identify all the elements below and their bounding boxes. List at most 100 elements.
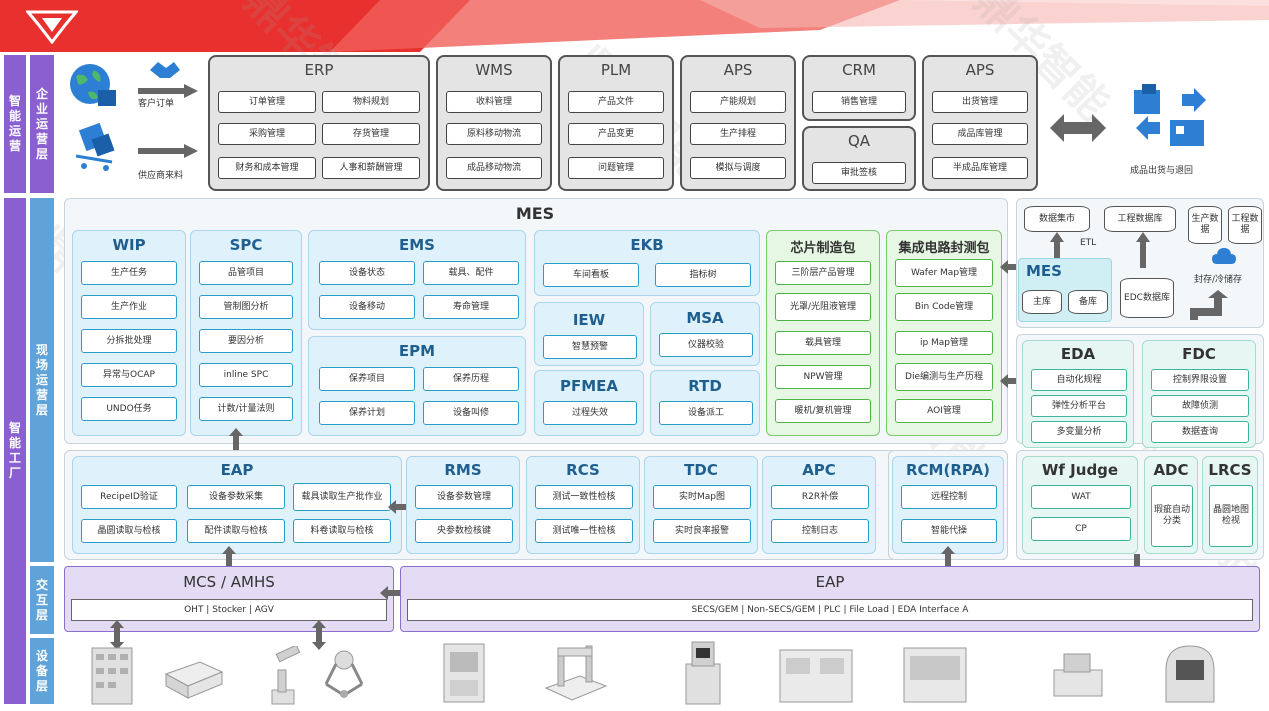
- cart-icon: [75, 122, 115, 171]
- ic-item: Bin Code管理: [895, 293, 993, 321]
- top-banner: [0, 0, 1269, 52]
- prod-data-db: 生产数据: [1188, 206, 1222, 244]
- erp-item: 人事和薪酬管理: [322, 157, 420, 179]
- chip-item: NPW管理: [775, 365, 871, 389]
- plm-box: PLM 产品文件 产品变更 问题管理: [558, 55, 674, 191]
- adc-title: ADC: [1153, 461, 1189, 479]
- rcs-item: 测试一致性检核: [535, 485, 633, 509]
- rcs-item: 测试唯一性检核: [535, 519, 633, 543]
- wms-item: 原料移动物流: [446, 123, 542, 145]
- ekb-item: 车间看板: [543, 263, 639, 287]
- fdc-box: FDC 控制界限设置 故障侦测 数据查询: [1142, 340, 1256, 448]
- side-label-device-layer: 设备层: [30, 638, 54, 704]
- handshake-icon: [150, 62, 180, 78]
- wfjudge-title: Wf Judge: [1041, 461, 1119, 479]
- eap-bus-strip: SECS/GEM | Non-SECS/GEM | PLC | File Loa…: [407, 599, 1253, 621]
- epm-item: 保养项目: [319, 367, 415, 391]
- wip-item: 生产任务: [81, 261, 177, 285]
- chip-item: 载具管理: [775, 331, 871, 355]
- crm-box: CRM 销售管理: [802, 55, 916, 121]
- spc-item: 管制图分析: [199, 295, 293, 319]
- wip-item: UNDO任务: [81, 397, 177, 421]
- chip-package-box: 芯片制造包 三阶层产品管理 光罩/光阻液管理 载具管理 NPW管理 暖机/复机管…: [766, 230, 880, 436]
- ems-box: EMS 设备状态 载具、配件 设备移动 寿命管理: [308, 230, 526, 330]
- spc-item: 计数/计量法则: [199, 397, 293, 421]
- msa-item: 仪器校验: [659, 333, 753, 357]
- eda-item: 弹性分析平台: [1031, 395, 1127, 417]
- eap-item: 晶圆读取与检核: [81, 519, 177, 543]
- mcs-bus: MCS / AMHS OHT | Stocker | AGV: [64, 566, 394, 632]
- ekb-box: EKB 车间看板 指标树: [534, 230, 760, 296]
- side-label-smart-operation: 智能运营: [4, 55, 26, 193]
- arrow-corner-icon: [1190, 290, 1228, 320]
- eda-item: 自动化规程: [1031, 369, 1127, 391]
- rcs-title: RCS: [566, 461, 600, 479]
- wip-item: 分拆批处理: [81, 329, 177, 353]
- ekb-item: 指标树: [655, 263, 751, 287]
- ic-item: AOI管理: [895, 399, 993, 423]
- ems-title: EMS: [399, 236, 435, 254]
- globe-icon: [70, 64, 116, 106]
- wfjudge-box: Wf Judge WAT CP: [1022, 456, 1138, 554]
- rtd-item: 设备派工: [659, 401, 753, 425]
- wfjudge-item: WAT: [1031, 485, 1131, 509]
- ic-item: Wafer Map管理: [895, 259, 993, 287]
- chip-item: 三阶层产品管理: [775, 261, 871, 285]
- msa-box: MSA 仪器校验: [650, 302, 760, 366]
- mcs-strip: OHT | Stocker | AGV: [71, 599, 387, 621]
- ems-item: 寿命管理: [423, 295, 519, 319]
- inspection-machine-icon: [903, 647, 967, 703]
- aps2-item: 半成品库管理: [932, 157, 1028, 179]
- spc-item: 品管项目: [199, 261, 293, 285]
- fdc-title: FDC: [1182, 345, 1216, 363]
- wms-title: WMS: [475, 61, 513, 79]
- rms-box: RMS 设备参数管理 央参数检核键: [406, 456, 520, 554]
- double-arrow-vertical-icon: [312, 620, 326, 650]
- apc-item: R2R补偿: [771, 485, 869, 509]
- eap-title: EAP: [220, 461, 254, 479]
- rtd-box: RTD 设备派工: [650, 370, 760, 436]
- cloud-icon: [1212, 248, 1236, 264]
- double-arrow-icon: [1050, 114, 1106, 142]
- shipping-icon: [1134, 84, 1206, 146]
- spc-item: 要因分析: [199, 329, 293, 353]
- qa-item: 审批签核: [812, 162, 906, 184]
- storage-rack-icon: [91, 647, 133, 705]
- dome-machine-icon: [1165, 645, 1215, 703]
- scanner-icon: [1053, 653, 1103, 697]
- rtd-title: RTD: [688, 377, 722, 395]
- eap-bus: EAP SECS/GEM | Non-SECS/GEM | PLC | File…: [400, 566, 1260, 632]
- qa-title: QA: [847, 132, 871, 150]
- side-label-smart-factory: 智能工厂: [4, 198, 26, 704]
- delta-robot-icon: [324, 650, 364, 698]
- eap-item: 载具读取生产批作业: [293, 483, 391, 511]
- erp-item: 采购管理: [218, 123, 316, 145]
- wip-title: WIP: [112, 236, 146, 254]
- ems-item: 载具、配件: [423, 261, 519, 285]
- tdc-item: 实时良率报警: [653, 519, 751, 543]
- plm-title: PLM: [600, 61, 632, 79]
- edc-db: EDC数据库: [1120, 278, 1174, 318]
- adc-item: 瑕疵自动分类: [1151, 485, 1193, 547]
- tdc-title: TDC: [684, 461, 718, 479]
- aps2-item: 成品库管理: [932, 123, 1028, 145]
- eap-item: 配件读取与检核: [187, 519, 285, 543]
- plm-item: 问题管理: [568, 157, 664, 179]
- side-label-site-layer: 现场运营层: [30, 198, 54, 562]
- wip-box: WIP 生产任务 生产作业 分拆批处理 异常与OCAP UNDO任务: [72, 230, 186, 436]
- archive-label: 封存/冷储存: [1194, 275, 1243, 285]
- aps-item: 产能规划: [690, 91, 786, 113]
- double-arrow-vertical-icon: [110, 620, 124, 650]
- spc-box: SPC 品管项目 管制图分析 要因分析 inline SPC 计数/计量法则: [190, 230, 302, 436]
- aps-item: 模拟与调度: [690, 157, 786, 179]
- apc-box: APC R2R补偿 控制日志: [762, 456, 876, 554]
- eap-item: 设备参数采集: [187, 485, 285, 509]
- erp-item: 物料规划: [322, 91, 420, 113]
- ic-item: Die编测与生产历程: [895, 363, 993, 391]
- mes-db-title: MES: [1026, 262, 1062, 280]
- chip-item: 光罩/光阻液管理: [775, 293, 871, 321]
- erp-item: 财务和成本管理: [218, 157, 316, 179]
- crm-item: 销售管理: [812, 91, 906, 113]
- rms-title: RMS: [444, 461, 482, 479]
- wip-item: 异常与OCAP: [81, 363, 177, 387]
